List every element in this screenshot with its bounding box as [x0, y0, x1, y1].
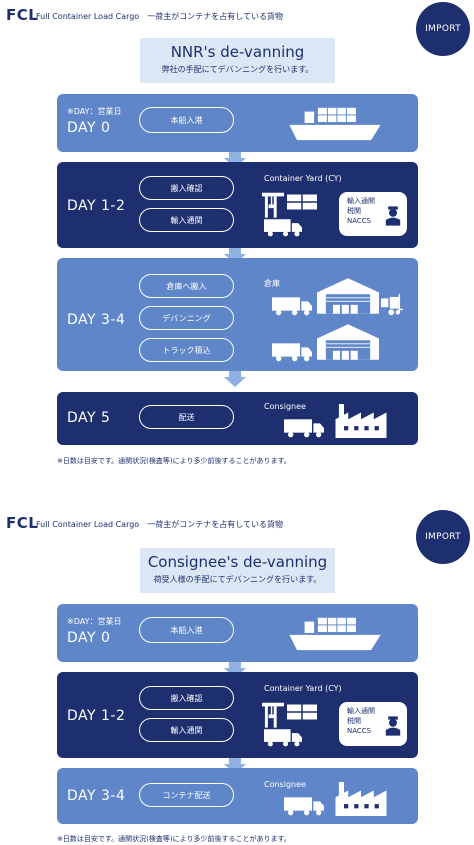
pill-devanning: デバンニング: [139, 306, 234, 330]
day-label: DAY 3-4: [67, 788, 126, 804]
truck-icon: [264, 218, 302, 237]
fcl-label: FCL: [6, 514, 39, 532]
import-badge: IMPORT: [416, 510, 470, 564]
flow-arrow-stem: [229, 662, 241, 670]
footnote: ※日数は目安です。通関状況(検査等)により多少前後することがあります。: [57, 457, 291, 465]
day-label: DAY 3-4: [67, 312, 126, 328]
forklift-icon: [381, 294, 403, 316]
pill-import-customs: 輸入通関: [139, 208, 234, 232]
day-note: ※DAY：営業日: [67, 107, 122, 116]
day-label: DAY 1-2: [67, 198, 126, 214]
location-label: Container Yard (CY): [264, 684, 342, 693]
container-stack-icon: [287, 194, 317, 210]
day-label: DAY 0: [67, 120, 111, 136]
step-day-3-4: DAY 3-4 倉庫へ搬入 デバンニング トラック積込 倉庫: [57, 258, 418, 371]
bubble-line: 税関: [347, 207, 361, 215]
pill-delivery: 配送: [139, 405, 234, 429]
step-day-0: ※DAY：営業日 DAY 0 本船入港: [57, 604, 418, 662]
pill-arrival-check: 搬入確認: [139, 176, 234, 200]
bubble-line: 輸入通関: [347, 707, 375, 715]
step-day-1-2: DAY 1-2 搬入確認 輸入通関 Container Yard (CY) 輸入…: [57, 672, 418, 758]
fcl-subtitle: Full Container Load Cargo 一荷主がコンテナを占有してい…: [36, 520, 283, 529]
footnote: ※日数は目安です。通関状況(検査等)により多少前後することがあります。: [57, 835, 291, 843]
location-label: Consignee: [264, 402, 306, 411]
customs-officer-icon: [385, 716, 401, 736]
crane-icon: [262, 698, 284, 728]
truck-icon: [272, 342, 312, 362]
step-day-1-2: DAY 1-2 搬入確認 輸入通関 Container Yard (CY) 輸入…: [57, 162, 418, 248]
pill-warehouse-in: 倉庫へ搬入: [139, 274, 234, 298]
pill-arrival-check: 搬入確認: [139, 686, 234, 710]
customs-officer-icon: [385, 206, 401, 226]
import-badge: IMPORT: [416, 2, 470, 56]
section-title: NNR's de-vanning: [170, 43, 305, 61]
flow-arrow: [224, 377, 246, 387]
bubble-line: NACCS: [347, 727, 372, 735]
step-day-5: DAY 5 配送 Consignee: [57, 392, 418, 445]
day-note: ※DAY：営業日: [67, 617, 122, 626]
flow-arrow-stem: [229, 758, 241, 766]
flow-arrow-stem: [229, 371, 241, 379]
flow-arrow-stem: [229, 152, 241, 160]
location-label: 倉庫: [264, 279, 280, 288]
truck-icon: [284, 418, 324, 438]
truck-icon: [284, 796, 324, 816]
fcl-subtitle: Full Container Load Cargo 一荷主がコンテナを占有してい…: [36, 12, 283, 21]
pill-import-customs: 輸入通関: [139, 718, 234, 742]
ship-icon: [287, 614, 383, 652]
section-title-sub: 荷受人様の手配にてデバンニングを行います。: [153, 575, 322, 584]
truck-icon: [272, 296, 312, 316]
section-title: Consignee's de-vanning: [147, 553, 328, 571]
pill-vessel-arrival: 本船入港: [139, 617, 234, 643]
bubble-line: 輸入通関: [347, 197, 375, 205]
truck-icon: [264, 728, 302, 747]
fcl-label: FCL: [6, 6, 39, 24]
ship-icon: [287, 104, 383, 142]
section-title-sub: 弊社の手配にてデバンニングを行います。: [161, 65, 314, 74]
warehouse-icon: [317, 278, 379, 314]
crane-icon: [262, 188, 284, 218]
pill-truck-loading: トラック積込: [139, 338, 234, 362]
warehouse-icon: [317, 324, 379, 360]
bubble-line: 税関: [347, 717, 361, 725]
container-stack-icon: [287, 704, 317, 720]
section-title-box: NNR's de-vanning 弊社の手配にてデバンニングを行います。: [140, 38, 335, 83]
section-title-box: Consignee's de-vanning 荷受人様の手配にてデバンニングを行…: [140, 548, 335, 593]
pill-vessel-arrival: 本船入港: [139, 107, 234, 133]
step-day-3-4: DAY 3-4 コンテナ配送 Consignee: [57, 768, 418, 824]
location-label: Container Yard (CY): [264, 174, 342, 183]
flow-arrow-stem: [229, 248, 241, 256]
day-label: DAY 1-2: [67, 708, 126, 724]
day-label: DAY 0: [67, 630, 111, 646]
factory-icon: [335, 404, 387, 438]
location-label: Consignee: [264, 780, 306, 789]
step-day-0: ※DAY：営業日 DAY 0 本船入港: [57, 94, 418, 152]
pill-container-delivery: コンテナ配送: [139, 783, 234, 807]
day-label: DAY 5: [67, 410, 111, 426]
factory-icon: [335, 782, 387, 816]
bubble-line: NACCS: [347, 217, 372, 225]
